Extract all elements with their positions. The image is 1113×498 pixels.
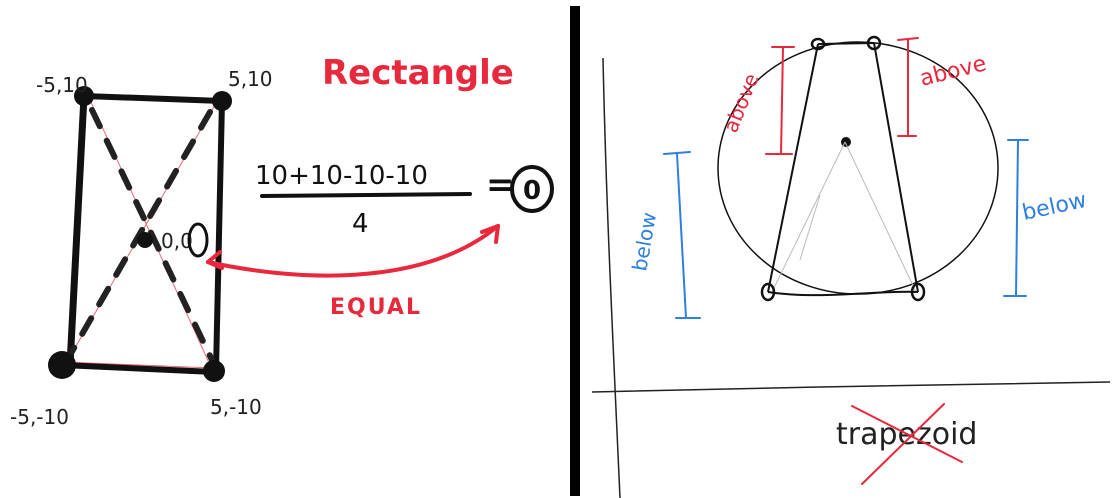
label-below-right: below xyxy=(1020,188,1089,226)
center-zero-circle xyxy=(187,222,209,258)
result-value: 0 xyxy=(523,176,541,206)
label-center: 0,0 xyxy=(161,229,193,253)
vertex-top-right xyxy=(212,91,232,111)
rectangle-diagonals xyxy=(67,107,215,363)
label-below-left: below xyxy=(627,210,661,272)
label-bottom-left: -5,-10 xyxy=(10,405,69,429)
trapezoid-shape xyxy=(767,42,919,297)
fraction-denominator: 4 xyxy=(352,209,369,239)
axis-lines xyxy=(591,57,1111,498)
label-top-right: 5,10 xyxy=(228,67,273,91)
left-panel: -5,10 5,10 -5,-10 5,-10 0,0 Rectangle 10… xyxy=(10,53,554,429)
red-cross-out xyxy=(851,403,963,485)
trapezoid-vertices xyxy=(760,35,926,302)
title-rectangle: Rectangle xyxy=(322,53,514,93)
label-top-left: -5,10 xyxy=(36,73,88,97)
arrow-label-equal: EQUAL xyxy=(330,295,422,320)
label-bottom-right: 5,-10 xyxy=(210,395,262,419)
equal-arrow xyxy=(206,224,500,278)
right-panel: above above below below trapezoid xyxy=(591,35,1111,498)
vertex-center xyxy=(137,232,153,248)
equals-sign: = xyxy=(486,165,515,205)
label-above-right: above xyxy=(917,51,989,92)
panel-divider xyxy=(570,6,580,496)
rectangle-outline xyxy=(59,92,225,375)
circle-center-dot xyxy=(841,137,851,147)
vertex-bottom-right xyxy=(203,360,225,382)
result-circle xyxy=(510,165,554,213)
label-above-left: above xyxy=(718,70,763,136)
fraction-numerator: 10+10-10-10 xyxy=(255,161,428,191)
vertex-bottom-left xyxy=(48,351,76,379)
fraction-bar xyxy=(260,192,472,198)
faint-inner-lines xyxy=(771,141,917,293)
below-markers xyxy=(663,139,1029,319)
vertex-top-left xyxy=(74,86,94,106)
above-markers xyxy=(765,37,919,155)
